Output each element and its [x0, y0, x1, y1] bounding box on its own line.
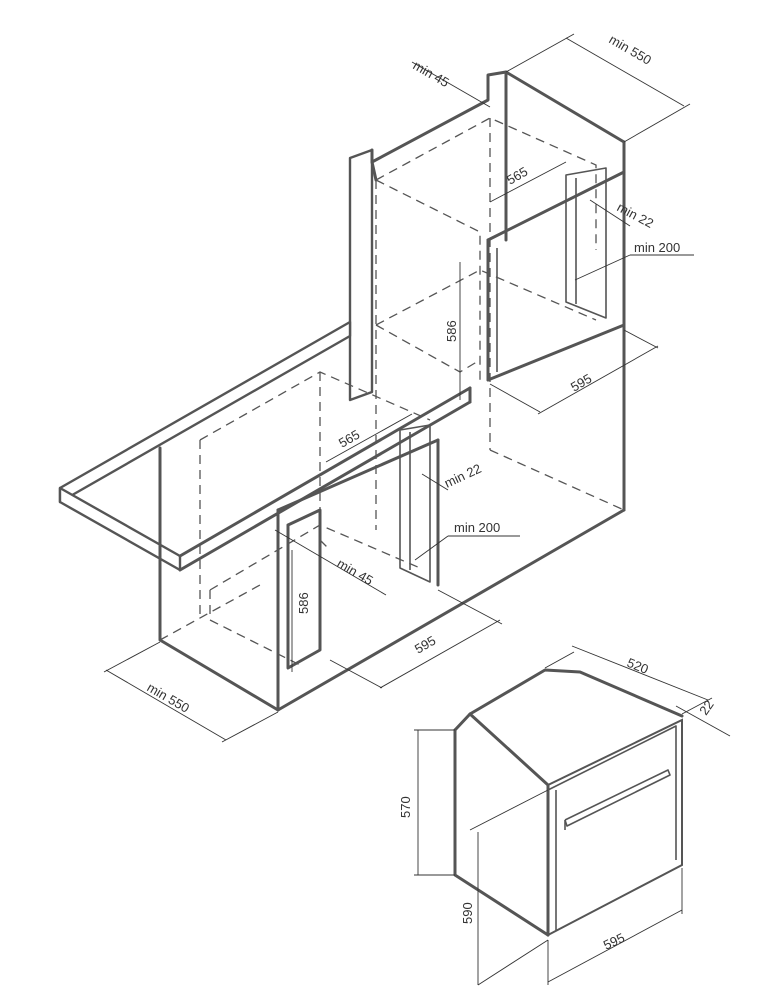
oven [453, 668, 684, 937]
tall-opening-bottom [486, 323, 626, 382]
label-tall-inner-width: 565 [504, 164, 530, 188]
label-under-depth: min 550 [145, 680, 193, 716]
countertop-top-edge [178, 386, 472, 558]
oven-door [547, 718, 683, 937]
label-tall-vent: min 200 [634, 240, 680, 255]
oven-top-back [468, 668, 684, 718]
dim-595-ext-l2 [329, 659, 383, 689]
dim-595-oven [547, 909, 683, 983]
dim-min550-under [105, 669, 227, 741]
tall-vent-slot [565, 167, 607, 319]
under-hidden-7 [319, 539, 331, 551]
under-top-edge [276, 438, 440, 512]
under-hidden-4 [209, 524, 421, 591]
dim-590-ext-t [469, 789, 549, 831]
dim-565-top [489, 161, 567, 203]
label-under-inner-width: 565 [336, 427, 362, 451]
dim-520 [571, 645, 709, 701]
under-cabinet [158, 371, 626, 712]
tall-hidden-7 [489, 449, 625, 511]
dim-min22-top [589, 199, 631, 227]
label-under-height: 586 [296, 592, 311, 614]
tall-hidden-4 [375, 324, 481, 373]
label-tall-gap-top: min 45 [411, 58, 452, 91]
dim-550-ext-l [103, 641, 161, 673]
label-under-gap: min 45 [335, 556, 376, 589]
countertop-left [58, 486, 182, 572]
dim-min550-top [565, 37, 685, 107]
tall-hidden-3 [375, 269, 597, 326]
under-opening [286, 508, 322, 670]
dim-min45-under [274, 529, 387, 596]
tall-left-panel [348, 148, 374, 402]
label-oven-body-height: 570 [398, 796, 413, 818]
tall-cabinet [348, 70, 626, 530]
countertop [58, 320, 472, 572]
under-vent-slot [399, 424, 431, 583]
dim-590-ext-b [477, 939, 549, 986]
dim-595-under [379, 619, 501, 689]
label-oven-depth: 520 [625, 655, 651, 677]
label-oven-door: 22 [696, 697, 717, 717]
countertop-front [58, 320, 352, 504]
under-hidden-5 [209, 590, 301, 666]
label-tall-width: 595 [568, 371, 594, 395]
oven-top-front [453, 712, 550, 787]
label-under-side-gap: min 22 [442, 461, 484, 491]
label-tall-depth: min 550 [607, 32, 655, 68]
under-hidden-6 [159, 584, 261, 641]
dim-595-ext-r2 [437, 589, 503, 625]
label-under-vent: min 200 [454, 520, 500, 535]
tall-opening-top [486, 170, 626, 242]
dim-595-top [537, 345, 659, 415]
dim-ext-1 [505, 33, 575, 73]
label-tall-side-gap: min 22 [615, 199, 657, 231]
under-left-edge [158, 446, 280, 712]
label-tall-height: 586 [444, 320, 459, 342]
oven-handle [564, 769, 671, 827]
dim-min45-top [411, 61, 491, 108]
dim-595-ext-l [489, 383, 541, 413]
dim-22 [675, 705, 731, 737]
label-oven-total-height: 590 [460, 902, 475, 924]
dim-520-ext-r [681, 697, 713, 715]
dim-595-ext-r [623, 329, 659, 349]
label-oven-width: 595 [601, 930, 627, 953]
dim-min200-leader-u [414, 535, 449, 561]
dim-ext-2 [623, 103, 691, 143]
dim-520-ext-l [544, 651, 575, 669]
under-bottom-edge [276, 508, 626, 712]
dim-min22-under [421, 473, 449, 491]
dim-550-ext-r [221, 711, 279, 743]
dim-565-under [325, 413, 413, 463]
tall-hidden-2 [375, 117, 597, 250]
oven-door-frame [547, 725, 677, 860]
countertop-bottom-edge [178, 400, 472, 572]
dimension-lines [103, 33, 731, 986]
tall-top-outline [370, 70, 626, 164]
label-under-width: 595 [412, 633, 438, 657]
dim-min200-leader [574, 254, 631, 281]
tall-top-edge [370, 160, 378, 182]
tall-hidden-1 [375, 179, 481, 385]
